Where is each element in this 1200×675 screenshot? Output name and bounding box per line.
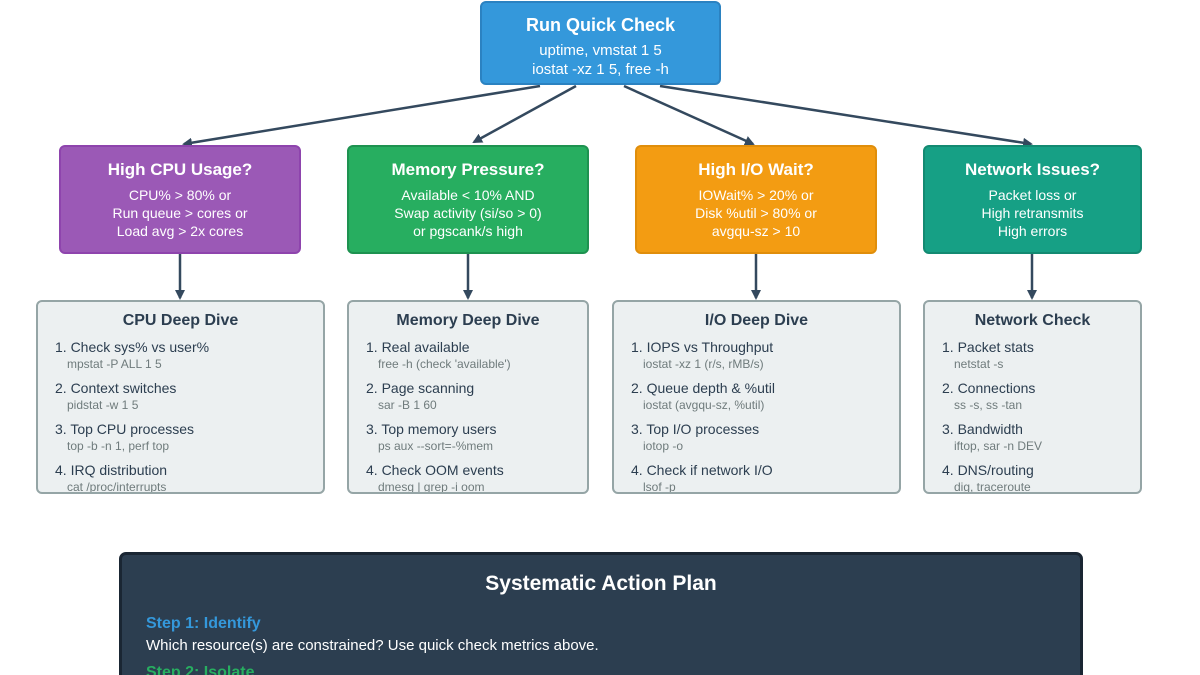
dive-step: 2. Queue depth & %util iostat (avgqu-sz,…	[614, 379, 899, 413]
decision-criterion: avgqu-sz > 10	[711, 223, 801, 239]
dive-step-command: netstat -s	[954, 357, 1004, 371]
decision-criterion: High errors	[997, 223, 1068, 239]
quick-check-line: uptime, vmstat 1 5	[539, 42, 662, 59]
dive-step: 4. DNS/routing dig, traceroute	[925, 461, 1140, 494]
dive-title: Network Check	[974, 312, 1091, 329]
dive-step-command: iftop, sar -n DEV	[954, 439, 1043, 453]
dive-step-label: 4. IRQ distribution	[55, 462, 168, 478]
dive-step-command: dmesg | grep -i oom	[378, 480, 485, 494]
decision-criterion: IOWait% > 20% or	[698, 187, 814, 203]
dive-title: Memory Deep Dive	[396, 312, 540, 329]
decision-io-node: High I/O Wait? IOWait% > 20% or Disk %ut…	[635, 145, 877, 254]
dive-step: 1. Check sys% vs user% mpstat -P ALL 1 5	[38, 338, 323, 372]
dive-step: 2. Page scanning sar -B 1 60	[349, 379, 587, 413]
dive-step-command: ps aux --sort=-%mem	[378, 439, 494, 453]
network-check-panel: Network Check 1. Packet stats netstat -s…	[923, 300, 1142, 494]
dive-title: I/O Deep Dive	[704, 312, 809, 329]
dive-step-label: 4. Check OOM events	[366, 462, 504, 478]
dive-step: 3. Bandwidth iftop, sar -n DEV	[925, 420, 1140, 454]
quick-check-node: Run Quick Check uptime, vmstat 1 5 iosta…	[480, 1, 721, 85]
dive-step: 4. Check OOM events dmesg | grep -i oom	[349, 461, 587, 494]
dive-step-label: 3. Bandwidth	[942, 421, 1023, 437]
decision-criterion: Run queue > cores or	[112, 205, 248, 221]
dive-step-command: pidstat -w 1 5	[67, 398, 139, 412]
decision-criterion: Disk %util > 80% or	[695, 205, 817, 221]
dive-step-command: cat /proc/interrupts	[67, 480, 167, 494]
dive-step-command: iotop -o	[643, 439, 684, 453]
dive-step-label: 2. Connections	[942, 380, 1036, 396]
dive-step-command: ss -s, ss -tan	[954, 398, 1023, 412]
step-2-heading: Step 2: Isolate	[146, 664, 255, 675]
decision-network-node: Network Issues? Packet loss or High retr…	[923, 145, 1142, 254]
dive-step-label: 4. Check if network I/O	[631, 462, 773, 478]
quick-check-title: Run Quick Check	[525, 15, 676, 35]
dive-step-command: lsof -p	[643, 480, 676, 494]
dive-step-label: 1. Real available	[366, 339, 470, 355]
action-plan-title: Systematic Action Plan	[485, 572, 717, 595]
dive-step: 1. Packet stats netstat -s	[925, 338, 1140, 372]
decision-title: Network Issues?	[964, 160, 1101, 179]
cpu-deep-dive-panel: CPU Deep Dive 1. Check sys% vs user% mps…	[36, 300, 325, 494]
decision-criterion: High retransmits	[981, 205, 1084, 221]
dive-step: 3. Top I/O processes iotop -o	[614, 420, 899, 454]
dive-step-command: iostat (avgqu-sz, %util)	[643, 398, 765, 412]
dive-step: 4. IRQ distribution cat /proc/interrupts	[38, 461, 323, 494]
decision-title: Memory Pressure?	[391, 160, 545, 179]
decision-criterion: Swap activity (si/so > 0)	[394, 205, 542, 221]
decision-criterion: or pgscank/s high	[413, 223, 523, 239]
quick-check-line: iostat -xz 1 5, free -h	[532, 61, 669, 78]
dive-step-label: 3. Top I/O processes	[631, 421, 760, 437]
dive-step-command: mpstat -P ALL 1 5	[67, 357, 162, 371]
decision-title: High CPU Usage?	[107, 160, 253, 179]
dive-step: 4. Check if network I/O lsof -p	[614, 461, 899, 494]
decision-title: High I/O Wait?	[698, 160, 814, 179]
dive-step-command: iostat -xz 1 (r/s, rMB/s)	[643, 357, 764, 371]
dive-step-command: dig, traceroute	[954, 480, 1031, 494]
memory-deep-dive-panel: Memory Deep Dive 1. Real available free …	[347, 300, 589, 494]
decision-memory-node: Memory Pressure? Available < 10% AND Swa…	[347, 145, 589, 254]
dive-step: 2. Context switches pidstat -w 1 5	[38, 379, 323, 413]
dive-step: 3. Top memory users ps aux --sort=-%mem	[349, 420, 587, 454]
dive-step-label: 1. Check sys% vs user%	[55, 339, 210, 355]
step-1-text: Which resource(s) are constrained? Use q…	[146, 637, 599, 654]
decision-criterion: Available < 10% AND	[401, 187, 535, 203]
decision-criterion: CPU% > 80% or	[128, 187, 232, 203]
arrow-root-to-cpu	[182, 84, 541, 148]
arrow-root-to-io	[623, 84, 755, 146]
dive-step-label: 2. Queue depth & %util	[631, 380, 775, 396]
dive-step-command: free -h (check 'available')	[378, 357, 511, 371]
arrow-root-to-memory	[472, 84, 577, 144]
dive-step: 3. Top CPU processes top -b -n 1, perf t…	[38, 420, 323, 454]
decision-criterion: Load avg > 2x cores	[116, 223, 244, 239]
decision-cpu-node: High CPU Usage? CPU% > 80% or Run queue …	[59, 145, 301, 254]
dive-step-label: 1. Packet stats	[942, 339, 1034, 355]
step-1-heading: Step 1: Identify	[146, 615, 261, 632]
decision-criterion: Packet loss or	[988, 187, 1077, 203]
action-plan-panel: Systematic Action Plan Step 1: Identify …	[119, 552, 1083, 675]
dive-step-label: 2. Page scanning	[366, 380, 475, 396]
dive-step-label: 4. DNS/routing	[942, 462, 1034, 478]
dive-step-label: 3. Top memory users	[366, 421, 497, 437]
dive-step: 1. IOPS vs Throughput iostat -xz 1 (r/s,…	[614, 338, 899, 372]
dive-step-label: 3. Top CPU processes	[55, 421, 195, 437]
dive-title: CPU Deep Dive	[122, 312, 239, 329]
dive-step: 1. Real available free -h (check 'availa…	[349, 338, 587, 372]
dive-step-command: sar -B 1 60	[378, 398, 437, 412]
io-deep-dive-panel: I/O Deep Dive 1. IOPS vs Throughput iost…	[612, 300, 901, 494]
dive-step: 2. Connections ss -s, ss -tan	[925, 379, 1140, 413]
dive-step-label: 1. IOPS vs Throughput	[631, 339, 774, 355]
dive-step-label: 2. Context switches	[55, 380, 177, 396]
dive-step-command: top -b -n 1, perf top	[67, 439, 170, 453]
arrow-root-to-network	[659, 84, 1033, 148]
